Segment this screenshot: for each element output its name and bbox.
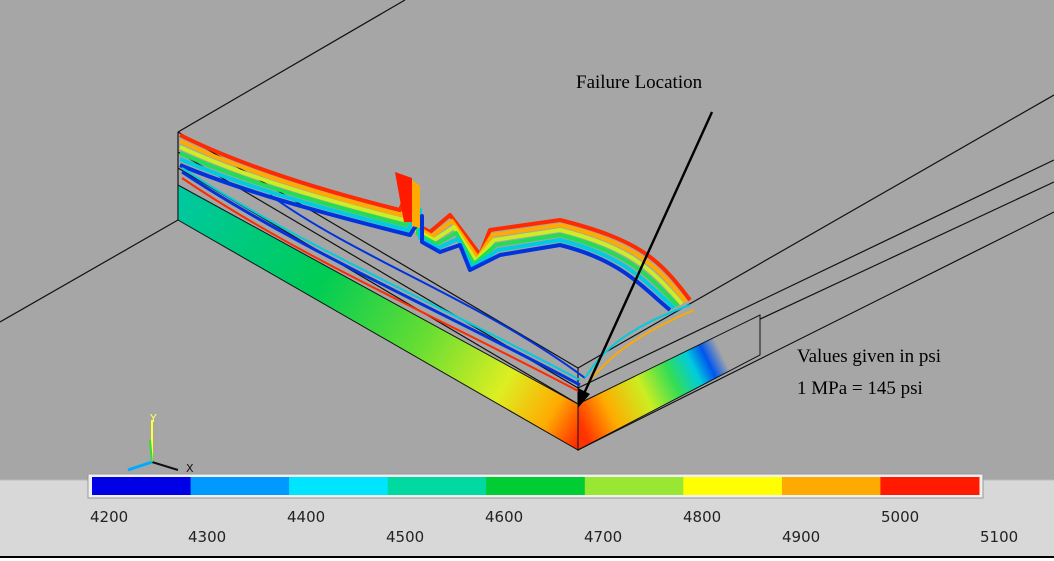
legend-bin — [190, 477, 290, 495]
axis-x-label: X — [186, 462, 194, 475]
legend-tick-bottom: 4900 — [782, 528, 821, 546]
legend-tick-top: 4600 — [485, 508, 524, 526]
legend-bin — [486, 477, 586, 495]
legend-tick-bottom: 4300 — [188, 528, 227, 546]
failure-location-label: Failure Location — [576, 72, 703, 93]
axis-y-label: Y — [149, 412, 157, 425]
side-face-contour — [577, 314, 761, 451]
bottom-rule — [0, 556, 1054, 558]
legend-tick-bottom: 4500 — [386, 528, 425, 546]
color-legend — [92, 477, 980, 495]
legend-tick-top: 4200 — [90, 508, 129, 526]
legend-bin — [92, 477, 192, 495]
legend-tick-top: 4800 — [683, 508, 722, 526]
legend-tick-bottom: 4700 — [584, 528, 623, 546]
failure-pointer — [580, 111, 714, 399]
top-surface-contours — [179, 133, 695, 393]
legend-bin — [387, 477, 487, 495]
axis-triad: Y X — [127, 412, 194, 475]
legend-tick-top: 4400 — [287, 508, 326, 526]
legend-bin — [880, 477, 980, 495]
legend-bin — [683, 477, 783, 495]
conversion-note: 1 MPa = 145 psi — [797, 378, 923, 399]
legend-tick-top: 5000 — [881, 508, 920, 526]
failure-arrowhead — [578, 388, 590, 408]
units-note: Values given in psi — [797, 346, 942, 367]
lower-slab-edge — [0, 219, 179, 323]
legend-bin — [781, 477, 881, 495]
legend-tick-bottom: 5100 — [980, 528, 1019, 546]
legend-bin — [289, 477, 389, 495]
legend-bin — [584, 477, 684, 495]
